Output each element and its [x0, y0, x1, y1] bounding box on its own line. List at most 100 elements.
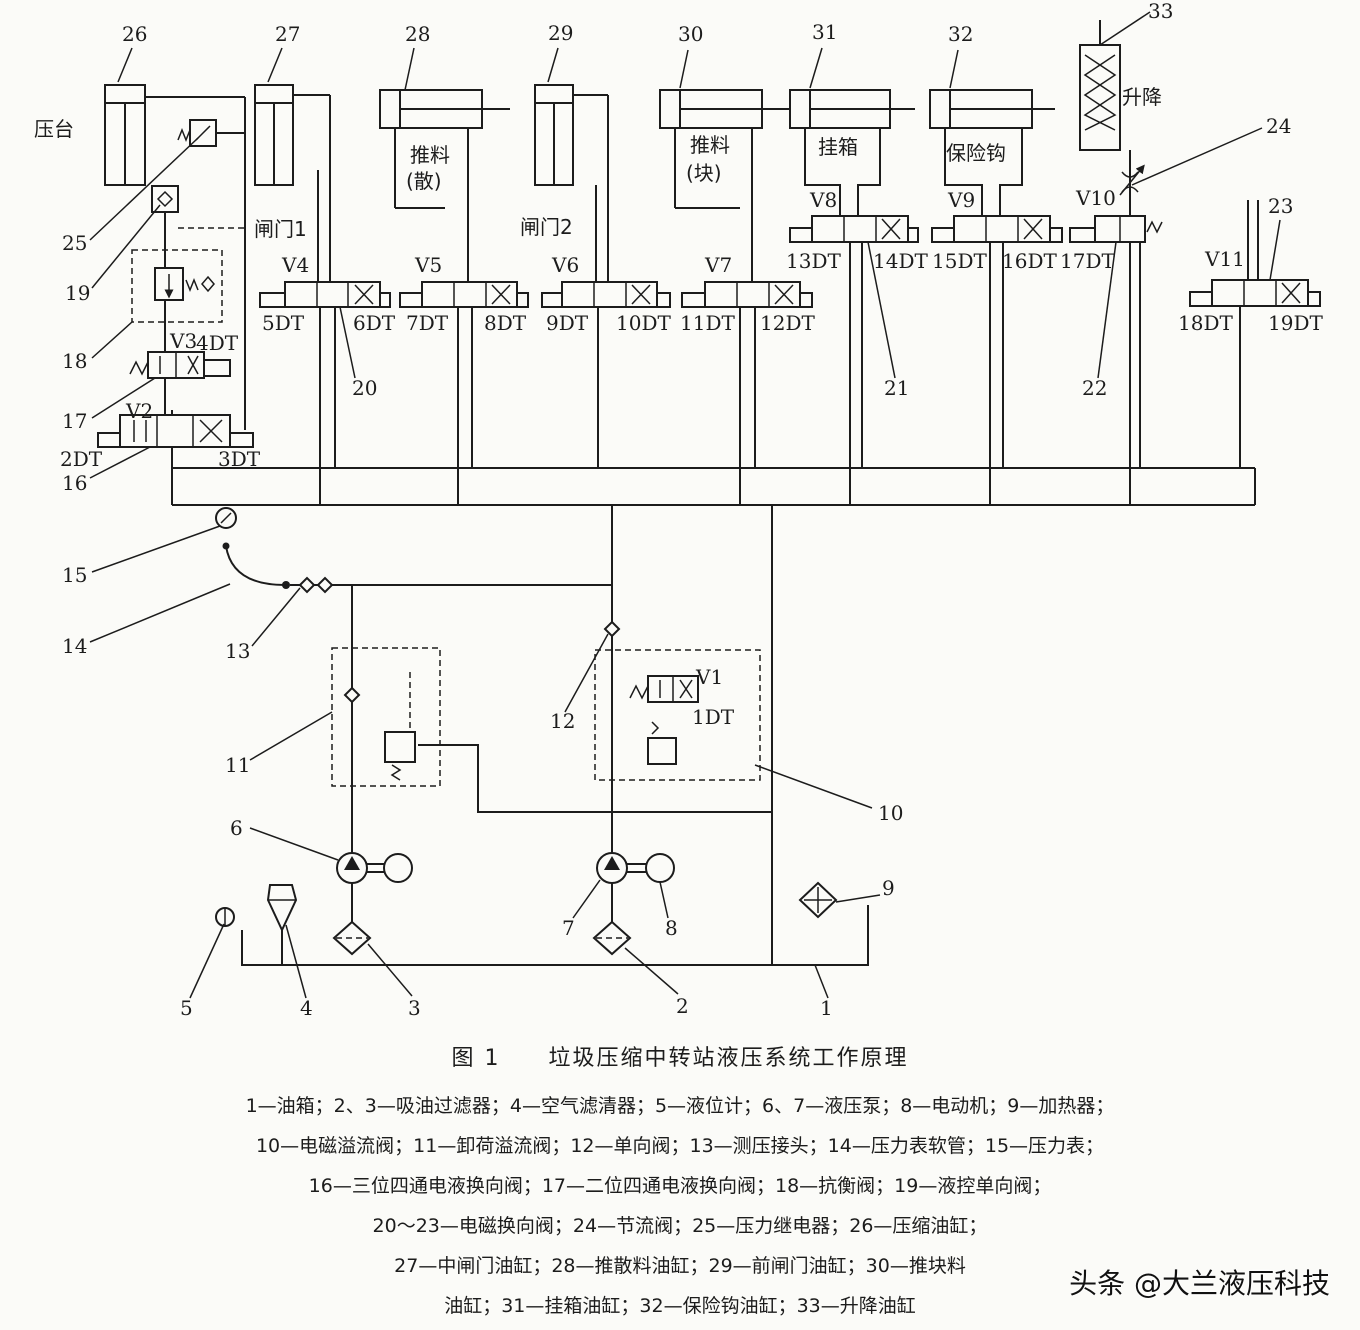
label-6: 6: [230, 816, 243, 840]
legend-line-6: 油缸；31—挂箱油缸；32—保险钩油缸；33—升降油缸: [444, 1295, 916, 1317]
label-17dt: 17DT: [1060, 249, 1115, 273]
label-2: 2: [676, 994, 689, 1018]
cylinder-29: [534, 84, 609, 285]
legend-line-1: 1—油箱；2、3—吸油过滤器；4—空气滤清器；5—液位计；6、7—液压泵；8—电…: [245, 1095, 1115, 1117]
label-push-block-2: (块): [686, 161, 722, 185]
pressure-relay-25: [177, 119, 245, 147]
label-15dt: 15DT: [932, 249, 987, 273]
label-10: 10: [878, 801, 903, 825]
hydraulic-schematic: 1 2 3 4 5 6 7 8 9 10 11 12 13 14 15 16 1…: [34, 0, 1323, 1020]
label-13dt: 13DT: [786, 249, 841, 273]
label-v3: V3: [169, 329, 197, 353]
label-21: 21: [884, 376, 909, 400]
label-33: 33: [1148, 0, 1173, 23]
pressure-gauge-15: [215, 507, 286, 586]
figure-title: 图 1 垃圾压缩中转站液压系统工作原理: [451, 1046, 909, 1071]
valve-v3: [129, 351, 231, 379]
pump-7: [596, 852, 675, 884]
label-v8: V8: [809, 188, 837, 212]
label-7dt: 7DT: [406, 311, 449, 335]
label-4: 4: [300, 996, 313, 1020]
valve-v5: [399, 281, 529, 308]
label-16dt: 16DT: [1002, 249, 1057, 273]
label-31: 31: [812, 20, 837, 44]
function-labels: 压台 闸门1 推料 (散) 闸门2 推料 (块) 挂箱 保险钩 升降: [34, 85, 1162, 241]
label-push-loose-2: (散): [406, 169, 442, 193]
air-filter-4: [266, 884, 298, 965]
label-26: 26: [122, 22, 147, 46]
label-13: 13: [225, 639, 250, 663]
label-32: 32: [948, 22, 973, 46]
legend-line-3: 16—三位四通电液换向阀；17—二位四通电液换向阀；18—抗衡阀；19—液控单向…: [308, 1175, 1052, 1197]
label-v2: V2: [125, 399, 153, 423]
label-18: 18: [62, 349, 87, 373]
watermark: 头条 @大兰液压科技: [1069, 1267, 1330, 1300]
label-3: 3: [408, 996, 421, 1020]
label-17: 17: [62, 409, 87, 433]
label-gate2: 闸门2: [520, 215, 573, 239]
label-hang-box: 挂箱: [818, 135, 858, 159]
leader-lines: [89, 11, 1281, 999]
valve-v11: [1189, 200, 1321, 307]
label-22: 22: [1082, 376, 1107, 400]
pump-6: [336, 852, 413, 884]
label-30: 30: [678, 22, 703, 46]
label-7: 7: [562, 916, 575, 940]
level-gauge-5: [215, 907, 235, 927]
cylinder-28: [379, 89, 510, 285]
throttle-valve-24: [1119, 164, 1145, 196]
valve-v7: [681, 281, 813, 308]
label-20: 20: [352, 376, 377, 400]
label-8dt: 8DT: [484, 311, 527, 335]
number-labels: 1 2 3 4 5 6 7 8 9 10 11 12 13 14 15 16 1…: [62, 0, 1293, 1020]
label-6dt: 6DT: [353, 311, 396, 335]
label-v4: V4: [281, 253, 309, 277]
coil-labels: 1DT 2DT 3DT 4DT 5DT 6DT 7DT 8DT 9DT 10DT…: [60, 249, 1323, 729]
electromagnetic-relief-valve-10: [594, 649, 761, 781]
label-safety-hook: 保险钩: [946, 141, 1006, 165]
label-push-block-1: 推料: [690, 133, 730, 157]
label-1dt: 1DT: [692, 705, 735, 729]
label-12dt: 12DT: [760, 311, 815, 335]
valve-v8: [789, 215, 919, 243]
label-11: 11: [225, 753, 250, 777]
cylinder-31: [789, 89, 915, 218]
label-push-loose-1: 推料: [410, 143, 450, 167]
cylinder-30: [659, 89, 790, 285]
label-4dt: 4DT: [196, 331, 239, 355]
label-28: 28: [405, 22, 430, 46]
cylinder-26: [104, 84, 246, 430]
label-v9: V9: [947, 188, 975, 212]
label-19: 19: [65, 281, 90, 305]
label-18dt: 18DT: [1178, 311, 1233, 335]
valve-v4: [259, 281, 391, 308]
label-v11: V11: [1204, 247, 1245, 271]
label-9dt: 9DT: [546, 311, 589, 335]
label-9: 9: [882, 876, 895, 900]
label-press-table: 压台: [34, 117, 74, 141]
legend-line-5: 27—中闸门油缸；28—推散料油缸；29—前闸门油缸；30—推块料: [394, 1255, 966, 1277]
unloading-relief-valve-11: [331, 647, 441, 787]
label-lift: 升降: [1122, 85, 1162, 109]
label-5: 5: [180, 996, 193, 1020]
figure-caption: 图 1 垃圾压缩中转站液压系统工作原理 1—油箱；2、3—吸油过滤器；4—空气滤…: [0, 1040, 1360, 1326]
label-8: 8: [665, 916, 678, 940]
legend-line-4: 20～23—电磁换向阀；24—节流阀；25—压力继电器；26—压缩油缸；: [372, 1215, 988, 1237]
check-valve-12: [603, 620, 621, 638]
cylinder-33: [1079, 20, 1131, 218]
counterbalance-valve-18: [131, 249, 223, 323]
branch-lines: [319, 242, 1241, 505]
label-29: 29: [548, 21, 573, 45]
check-valve-19: [151, 185, 245, 229]
label-10dt: 10DT: [616, 311, 671, 335]
label-v5: V5: [414, 253, 442, 277]
label-14: 14: [62, 634, 87, 658]
valve-v6: [541, 281, 671, 308]
label-23: 23: [1268, 194, 1293, 218]
label-19dt: 19DT: [1268, 311, 1323, 335]
label-12: 12: [550, 709, 575, 733]
valve-v2: [97, 414, 254, 448]
cylinder-27: [254, 84, 331, 285]
heater-9: [798, 881, 838, 919]
label-2dt: 2DT: [60, 447, 103, 471]
